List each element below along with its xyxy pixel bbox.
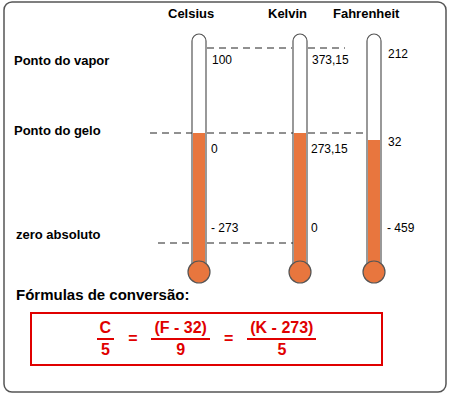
- scale-value: 373,15: [312, 54, 349, 68]
- vapor-line: [207, 48, 292, 49]
- scale-value: - 273: [211, 222, 238, 236]
- thermometer-fill: [368, 140, 380, 269]
- thermometer-tube: [192, 34, 206, 270]
- equals-sign: =: [224, 330, 233, 348]
- thermometer-bulb: [289, 261, 311, 283]
- absolute-zero-line: [158, 243, 192, 244]
- thermometer-fill: [193, 133, 205, 269]
- numerator: C: [97, 319, 115, 340]
- vapor-line: [308, 48, 345, 49]
- numerator: (K - 273): [247, 319, 316, 340]
- scale-value: 0: [311, 222, 318, 236]
- numerator: (F - 32): [151, 319, 209, 340]
- denominator: 5: [277, 340, 286, 359]
- ice-line: [207, 133, 293, 134]
- point-name: Ponto do gelo: [14, 124, 101, 139]
- ice-line: [308, 133, 367, 134]
- formula-box: Fórmulas de conversão:C5=(F - 32)9=(K - …: [30, 312, 383, 366]
- absolute-zero-line: [207, 243, 293, 244]
- ice-line: [150, 133, 192, 134]
- formula-row: C5=(F - 32)9=(K - 273)5: [32, 314, 381, 364]
- scale-name: Fahrenheit: [333, 7, 399, 22]
- fraction: C5: [97, 319, 115, 359]
- scale-value: 273,15: [311, 143, 348, 157]
- thermometer-bulb: [188, 261, 210, 283]
- scale-name: Celsius: [168, 7, 214, 22]
- thermometer-tube: [293, 34, 307, 270]
- scale-value: 212: [388, 48, 408, 62]
- fraction: (F - 32)9: [151, 319, 209, 359]
- scale-value: 32: [388, 136, 401, 150]
- scale-value: 0: [211, 143, 218, 157]
- formula-heading: Fórmulas de conversão:: [16, 286, 189, 303]
- scale-value: 100: [212, 54, 232, 68]
- point-name: Ponto do vapor: [14, 54, 109, 69]
- scale-name: Kelvin: [268, 7, 307, 22]
- thermometer-fill: [294, 133, 306, 269]
- equals-sign: =: [128, 330, 137, 348]
- fraction: (K - 273)5: [247, 319, 316, 359]
- thermometer-bulb: [363, 261, 385, 283]
- denominator: 5: [101, 340, 110, 359]
- frame-border: [4, 2, 446, 392]
- thermometer-tube: [367, 34, 381, 270]
- scale-value: - 459: [387, 222, 414, 236]
- denominator: 9: [176, 340, 185, 359]
- point-name: zero absoluto: [16, 228, 101, 243]
